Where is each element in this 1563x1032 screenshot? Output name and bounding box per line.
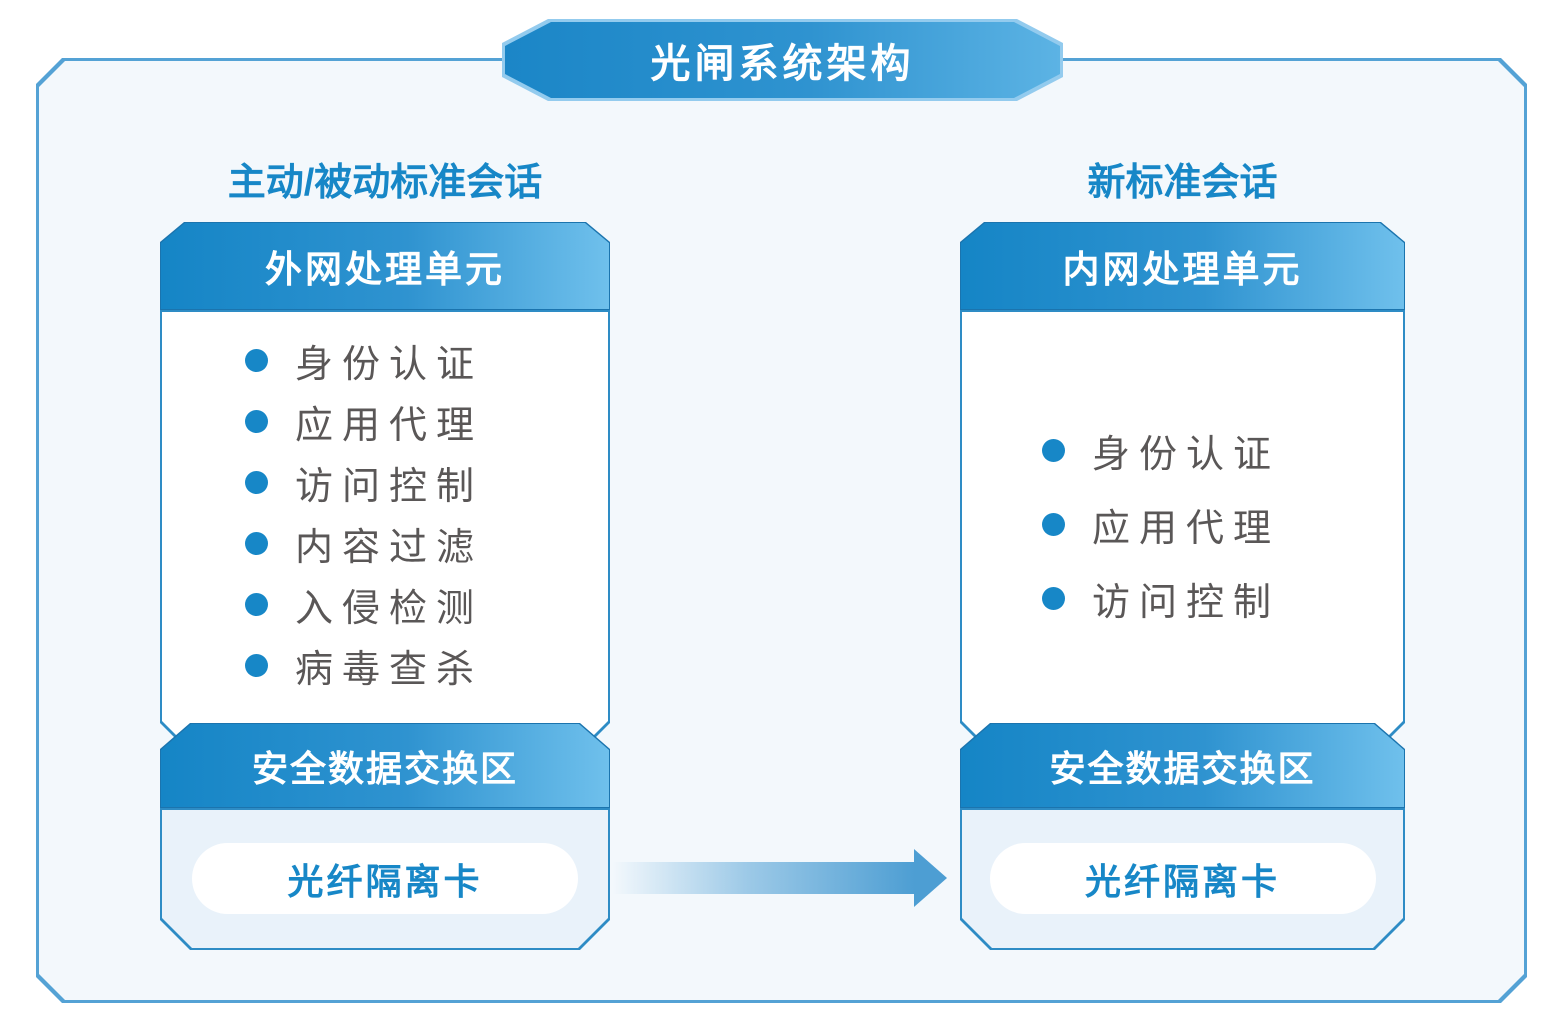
feature-label: 访问控制: [1092, 581, 1281, 624]
left-exchange-header-fill: 安全数据交换区: [161, 724, 609, 807]
list-item: 访问控制: [245, 452, 483, 513]
diagram-title-badge-fill: 光闸系统架构: [505, 22, 1060, 98]
left-isolation-card: 光纤隔离卡: [192, 843, 578, 914]
feature-label: 内容过滤: [295, 527, 484, 569]
left-unit-header: 外网处理单元: [160, 222, 610, 310]
left-panel-body-fill: [162, 312, 608, 743]
left-unit-title: 外网处理单元: [265, 249, 505, 290]
left-exchange-body-fill: 光纤隔离卡: [162, 810, 608, 948]
feature-label: 身份认证: [1092, 433, 1281, 476]
feature-label: 应用代理: [295, 405, 484, 447]
right-exchange-title: 安全数据交换区: [1049, 747, 1316, 789]
bullet-icon: [245, 349, 268, 372]
left-isolation-card-label: 光纤隔离卡: [287, 860, 483, 902]
list-item: 身份认证: [245, 330, 483, 391]
right-exchange-header: 安全数据交换区: [960, 723, 1405, 808]
list-item: 入侵检测: [245, 574, 483, 635]
right-session-label: 新标准会话: [1087, 161, 1278, 204]
diagram-title: 光闸系统架构: [650, 42, 915, 86]
left-unit-header-fill: 外网处理单元: [161, 223, 609, 309]
left-session-label: 主动/被动标准会话: [227, 161, 543, 204]
right-exchange-body: 光纤隔离卡: [960, 808, 1405, 950]
bullet-icon: [245, 593, 268, 616]
list-item: 访问控制: [1042, 561, 1280, 635]
list-item: 内容过滤: [245, 513, 483, 574]
diagram-title-badge: 光闸系统架构: [502, 19, 1063, 101]
right-feature-list: 身份认证 应用代理 访问控制: [1042, 413, 1280, 635]
feature-label: 访问控制: [295, 466, 484, 508]
left-exchange-title: 安全数据交换区: [251, 747, 518, 789]
list-item: 应用代理: [1042, 487, 1280, 561]
right-exchange-header-fill: 安全数据交换区: [961, 724, 1404, 807]
right-exchange-body-fill: 光纤隔离卡: [962, 810, 1403, 948]
right-panel-body-fill: [962, 312, 1403, 743]
right-unit-header-fill: 内网处理单元: [961, 223, 1404, 309]
list-item: 病毒查杀: [245, 635, 483, 696]
right-unit-header: 内网处理单元: [960, 222, 1405, 310]
feature-label: 身份认证: [295, 344, 484, 386]
right-panel-body: [960, 310, 1405, 745]
data-flow-arrow-shaft: [612, 862, 915, 894]
feature-label: 入侵检测: [295, 588, 484, 630]
feature-label: 应用代理: [1092, 507, 1281, 550]
feature-label: 病毒查杀: [295, 649, 484, 691]
bullet-icon: [1042, 512, 1065, 536]
bullet-icon: [245, 654, 268, 677]
bullet-icon: [245, 532, 268, 555]
bullet-icon: [245, 471, 268, 494]
list-item: 身份认证: [1042, 413, 1280, 487]
right-unit-title: 内网处理单元: [1062, 249, 1303, 290]
list-item: 应用代理: [245, 391, 483, 452]
bullet-icon: [1042, 586, 1065, 610]
left-feature-list: 身份认证 应用代理 访问控制 内容过滤 入侵检测 病毒查杀: [245, 330, 483, 696]
bullet-icon: [1042, 438, 1065, 462]
left-panel-body: [160, 310, 610, 745]
right-isolation-card-label: 光纤隔离卡: [1084, 860, 1280, 902]
left-exchange-header: 安全数据交换区: [160, 723, 610, 808]
left-exchange-body: 光纤隔离卡: [160, 808, 610, 950]
bullet-icon: [245, 410, 268, 433]
right-isolation-card: 光纤隔离卡: [990, 843, 1376, 914]
